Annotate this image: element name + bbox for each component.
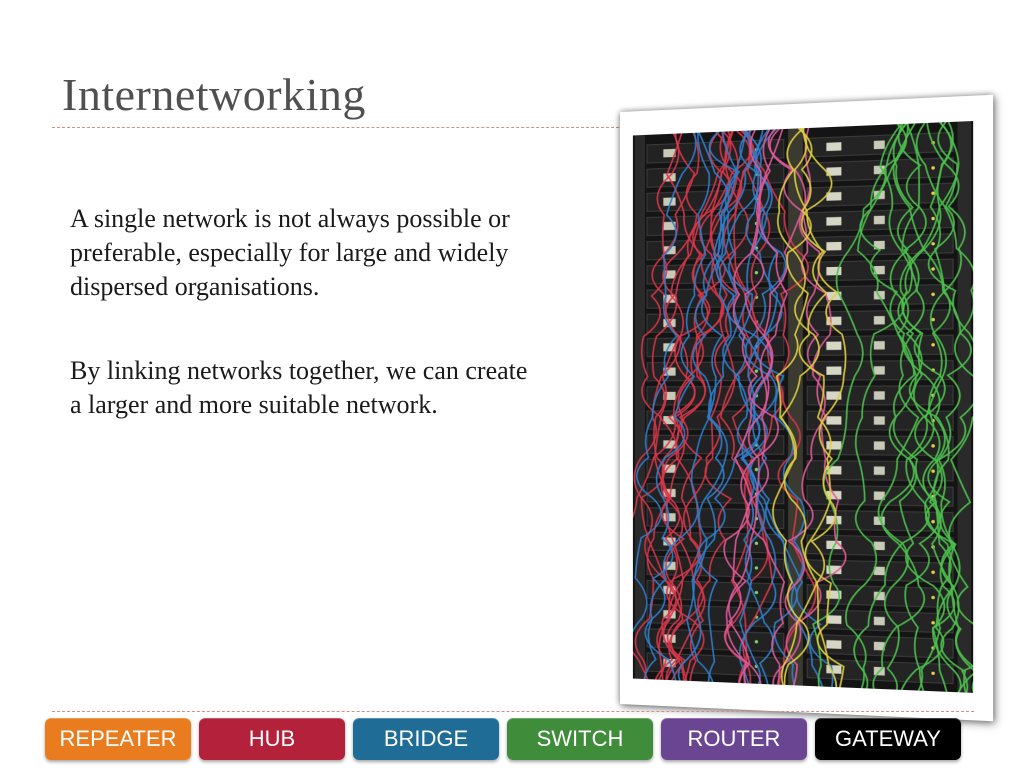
paragraph-2: By linking networks together, we can cre… <box>70 356 528 419</box>
server-rack-photo-frame <box>620 94 994 722</box>
tab-gateway-label: GATEWAY <box>835 726 941 751</box>
tab-router-label: ROUTER <box>687 726 781 751</box>
title-divider <box>52 127 624 128</box>
tab-hub-label: HUB <box>248 726 296 751</box>
tab-gateway[interactable]: GATEWAY <box>815 718 961 760</box>
tab-bridge[interactable]: BRIDGE <box>353 718 499 760</box>
device-nav: REPEATER HUB BRIDGE SWITCH ROUTER GATEWA… <box>45 718 961 762</box>
body-text: A single network is not always possible … <box>70 202 540 472</box>
tab-hub[interactable]: HUB <box>199 718 345 760</box>
tab-repeater-label: REPEATER <box>59 726 177 751</box>
footer-divider <box>52 711 974 712</box>
tab-switch-label: SWITCH <box>536 726 624 751</box>
tab-bridge-label: BRIDGE <box>383 726 469 751</box>
tab-router[interactable]: ROUTER <box>661 718 807 760</box>
tab-switch[interactable]: SWITCH <box>507 718 653 760</box>
tab-repeater[interactable]: REPEATER <box>45 718 191 760</box>
paragraph-1: A single network is not always possible … <box>70 204 510 301</box>
server-rack-photo <box>632 120 974 693</box>
server-rack-image <box>632 120 974 693</box>
slide-title: Internetworking <box>62 69 366 120</box>
